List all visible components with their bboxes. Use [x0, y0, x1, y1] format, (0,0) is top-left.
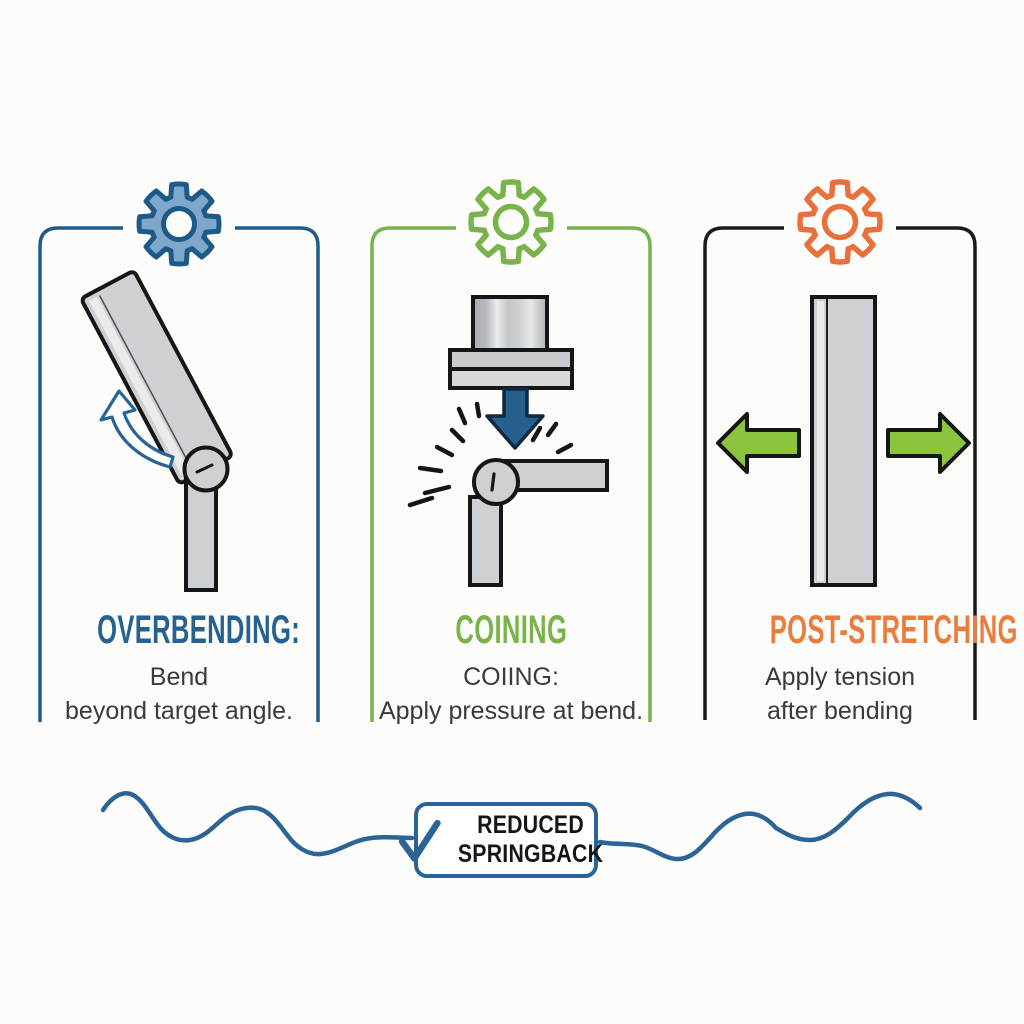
bent-flange	[80, 270, 233, 485]
post-stretching-description: Apply tension after bending	[700, 660, 980, 728]
post-stretching-title: POST-STRETCHING	[769, 608, 1018, 652]
post-stretching-illustration	[716, 295, 971, 587]
bend-pivot	[472, 458, 520, 506]
overbending-description: Bend beyond target angle.	[40, 660, 318, 728]
gear-icon	[136, 181, 222, 267]
sheet-leg	[184, 474, 218, 592]
coining-illustration	[407, 295, 609, 587]
curved-arrow-up-icon	[99, 389, 175, 469]
coining-description: COIING: Apply pressure at bend.	[372, 660, 650, 728]
gear-icon	[468, 179, 554, 265]
gear-icon	[797, 179, 883, 265]
press-punch	[471, 295, 549, 353]
coining-panel-border	[370, 226, 652, 722]
overbending-desc-line1: Bend	[149, 663, 209, 691]
check-icon	[398, 819, 441, 862]
badge-text: REDUCED SPRINGBACK	[458, 811, 603, 869]
press-plate-bottom	[448, 367, 574, 390]
reduced-springback-badge: REDUCED SPRINGBACK	[398, 802, 603, 878]
sheet-leg	[468, 495, 503, 587]
badge-line2: SPRINGBACK	[457, 840, 604, 868]
overbending-panel-border	[38, 226, 320, 722]
springback-wave-left	[100, 791, 415, 857]
arrow-left-icon	[716, 412, 801, 474]
arrow-right-icon	[886, 412, 971, 474]
overbending-illustration	[80, 270, 233, 592]
springback-wave-right	[597, 791, 923, 862]
press-plate-top	[448, 348, 574, 371]
post-stretching-panel-border	[703, 226, 977, 720]
coining-desc-line2: Apply pressure at bend.	[378, 697, 644, 725]
post-stretching-desc-line2: after bending	[767, 697, 913, 725]
overbending-desc-line2: beyond target angle.	[65, 697, 293, 725]
badge-line1: REDUCED	[477, 811, 584, 839]
impact-sparks	[407, 401, 574, 508]
post-stretching-desc-line1: Apply tension	[764, 663, 916, 691]
arrow-down-icon	[485, 387, 545, 450]
overbending-title: OVERBENDING:	[97, 608, 301, 652]
coining-title: COINING	[455, 608, 567, 652]
coining-desc-line1: COIING:	[463, 663, 559, 691]
